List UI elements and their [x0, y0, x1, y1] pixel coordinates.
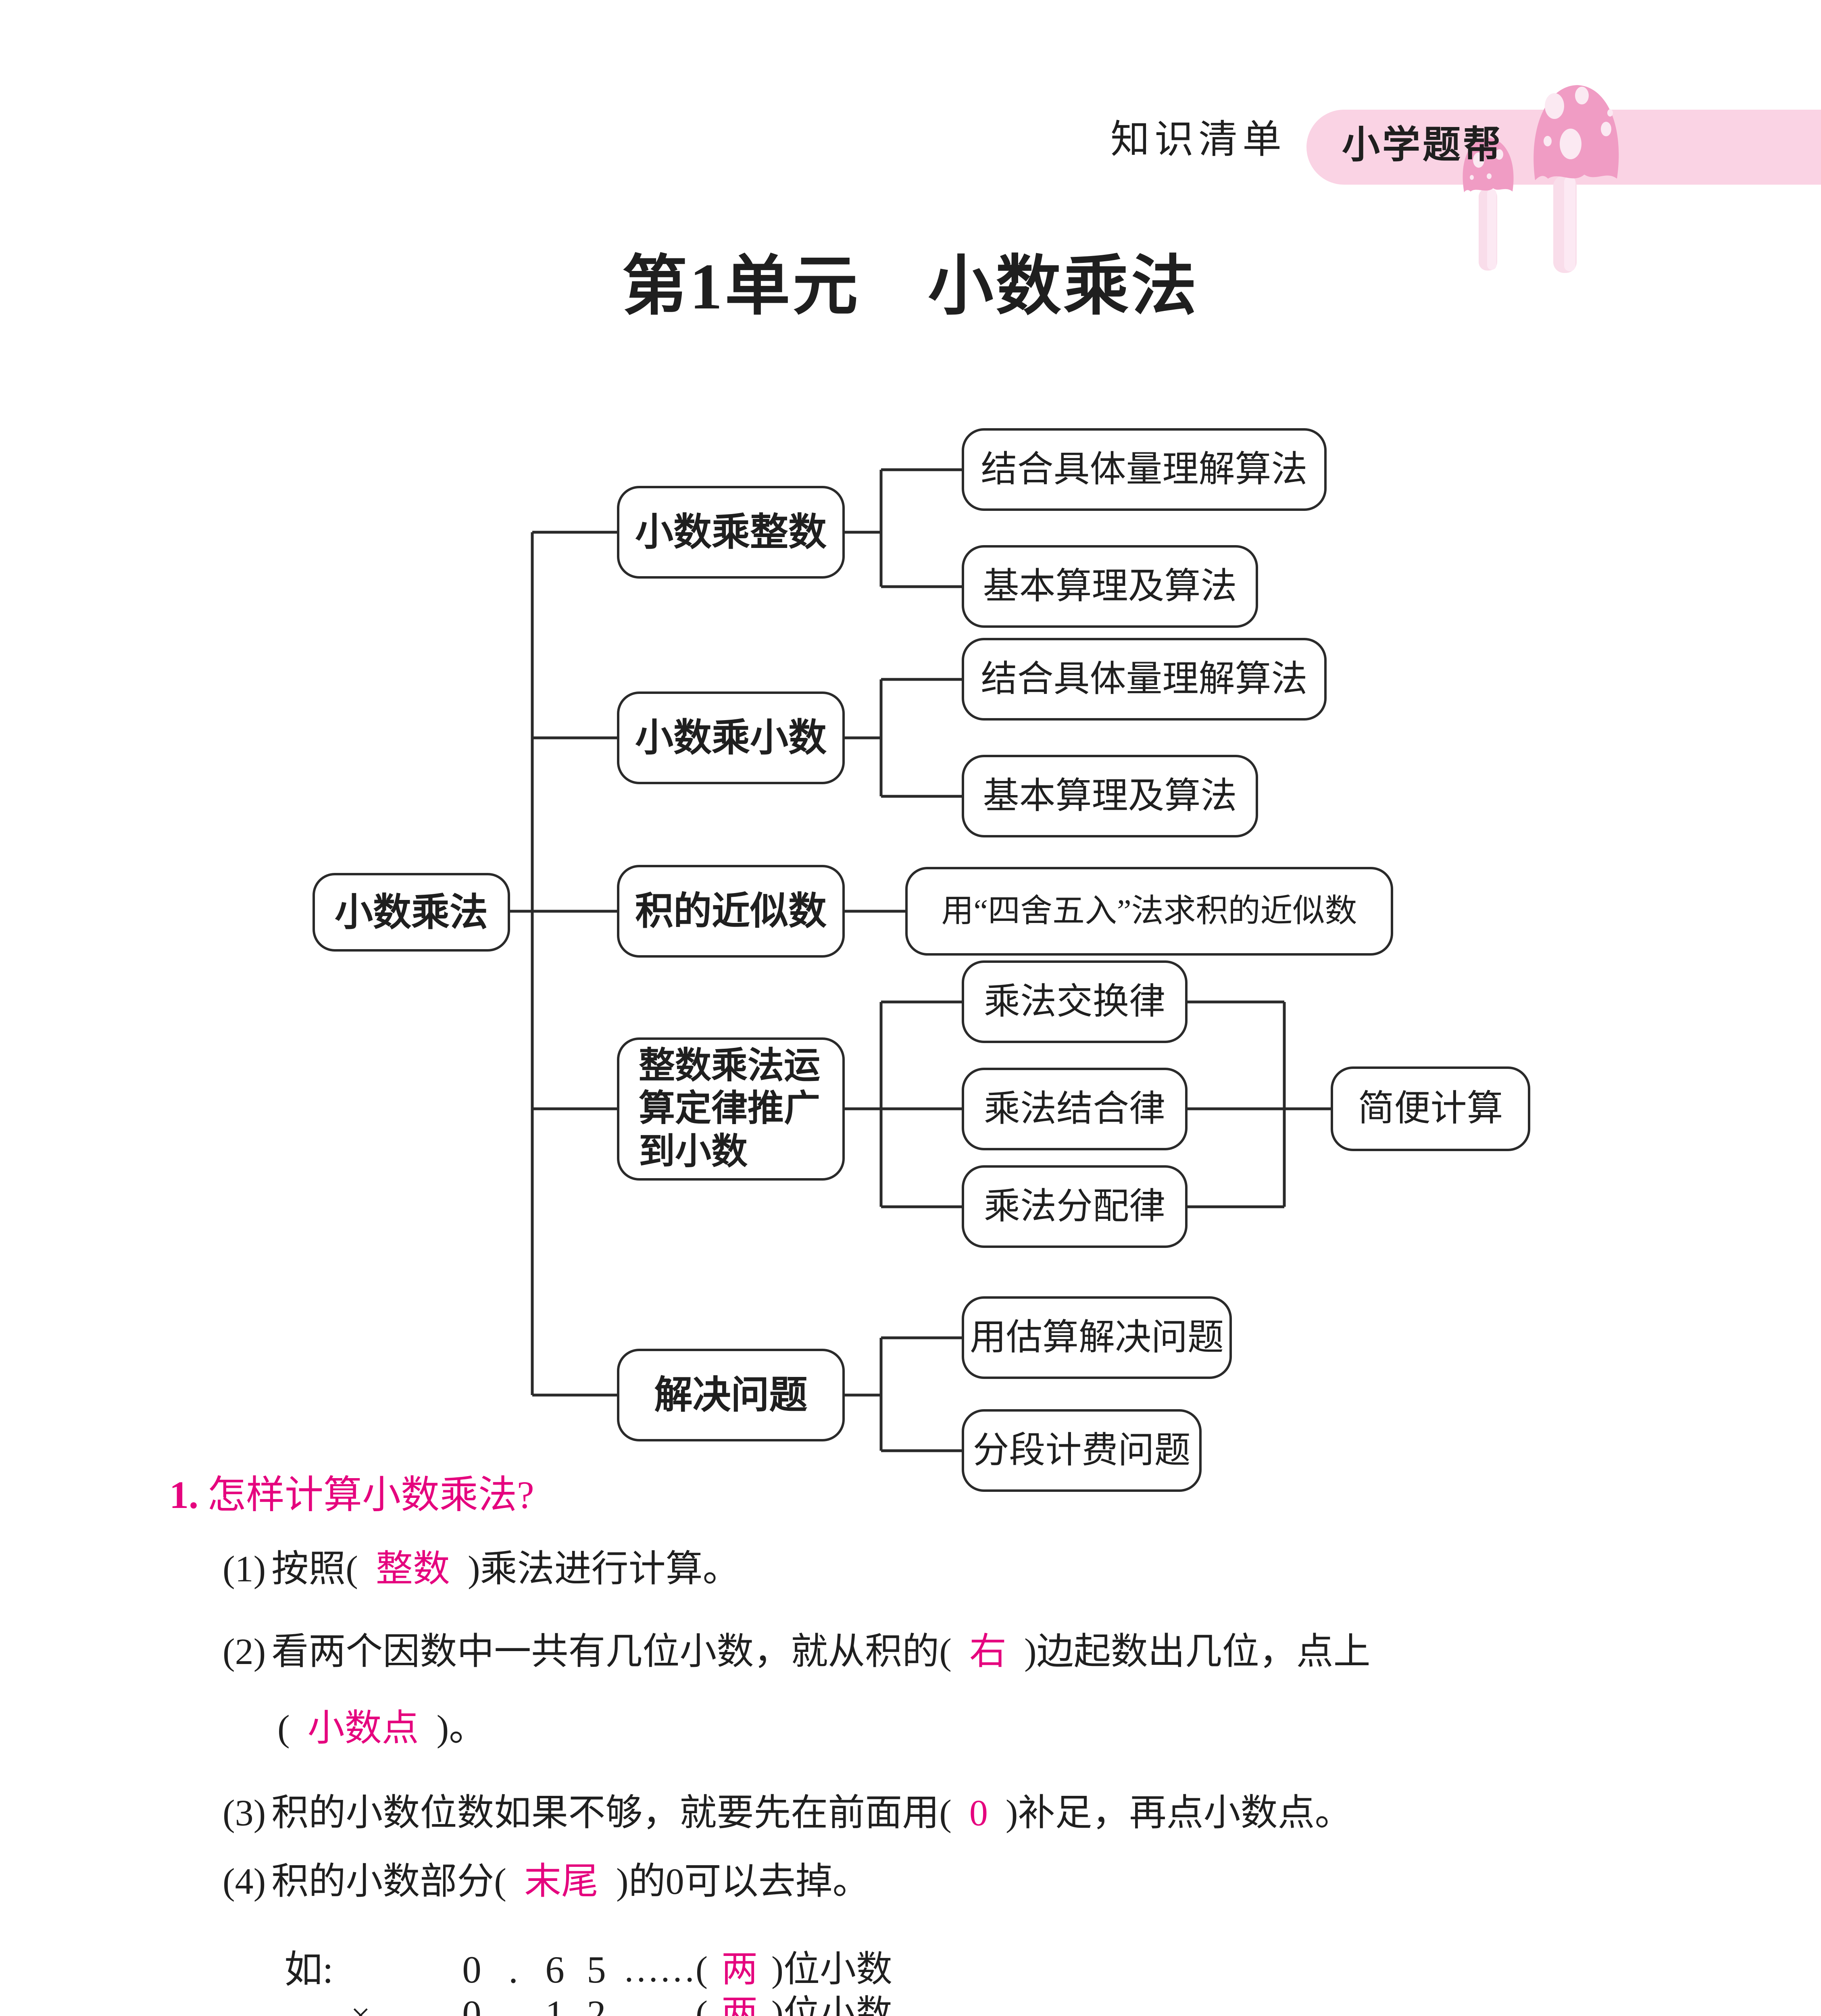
line-3-number: (3) — [223, 1792, 266, 1833]
line-2b-text: ( — [277, 1708, 290, 1749]
header-section-label: 知识清单 — [1111, 118, 1286, 161]
line-2b-answer: 小数点 — [307, 1708, 419, 1749]
line-2-number: (2) — [223, 1631, 266, 1672]
diagram-node-integer-laws-extended: 整数乘法运算定律推广到小数 — [617, 1037, 845, 1181]
diagram-node-root: 小数乘法 — [313, 873, 510, 952]
page-title: 第1单元 小数乘法 — [622, 251, 1199, 323]
mushroom-icon — [1463, 85, 1619, 273]
factor1-digit: 0 — [462, 1948, 481, 1991]
diagram-node-distributive-law: 乘法分配律 — [962, 1165, 1188, 1248]
diagram-node-problem-solving: 解决问题 — [617, 1349, 845, 1441]
diagram-node-associative-law: 乘法结合律 — [962, 1068, 1188, 1150]
diagram-node-tiered-pricing-problems: 分段计费问题 — [962, 1409, 1202, 1492]
factor2-digit: 0 — [462, 1993, 481, 2016]
question-number: 1. — [169, 1473, 198, 1516]
line-1-text-end: )乘法进行计算。 — [467, 1548, 740, 1589]
diagram-node-understand-with-quantity-2: 结合具体量理解算法 — [962, 638, 1327, 721]
line-4-answer: 末尾 — [524, 1861, 598, 1902]
line-1-answer: 整数 — [375, 1548, 450, 1589]
line-3-text-end: )补足，再点小数点。 — [1005, 1792, 1352, 1833]
example-label: 如: — [284, 1948, 333, 1991]
line-2-text-end: )边起数出几位，点上 — [1024, 1631, 1371, 1672]
line-2-text: 看两个因数中一共有几位小数，就从积的( — [271, 1631, 952, 1672]
diagram-node-basic-theory-method-1: 基本算理及算法 — [962, 545, 1258, 628]
factor1-place-answer: 两 — [721, 1949, 758, 1989]
line-2-answer: 右 — [969, 1631, 1006, 1672]
factor2-point: . — [508, 1993, 518, 2016]
factor2-digit: 2 — [587, 1993, 606, 2016]
question-heading: 1.怎样计算小数乘法? — [169, 1470, 534, 1520]
line-3-answer: 0 — [969, 1792, 988, 1833]
tail: )位小数 — [771, 1949, 892, 1989]
diagram-node-simple-calculation: 简便计算 — [1331, 1066, 1530, 1151]
diagram-node-rounding-method: 用“四舍五入”法求积的近似数 — [905, 867, 1393, 956]
line-1-text: 按照( — [271, 1548, 358, 1589]
factor1-point: . — [508, 1948, 518, 1991]
question-line-1: (1)按照( 整数 )乘法进行计算。 — [223, 1543, 740, 1594]
question-title: 怎样计算小数乘法? — [207, 1473, 534, 1516]
header-brand-label: 小学题帮 — [1342, 124, 1504, 166]
diagram-node-commutative-law: 乘法交换律 — [962, 960, 1188, 1043]
line-4-text-end: )的0可以去掉。 — [616, 1861, 870, 1902]
question-line-3: (3)积的小数位数如果不够，就要先在前面用( 0 )补足，再点小数点。 — [223, 1787, 1352, 1838]
factor1-annotation: ……( 两 )位小数 — [623, 1947, 892, 1992]
line-3-text: 积的小数位数如果不够，就要先在前面用( — [271, 1792, 952, 1833]
diagram-node-understand-with-quantity-1: 结合具体量理解算法 — [962, 428, 1327, 511]
small-mushroom-icon — [1463, 137, 1514, 271]
tail: )位小数 — [771, 1994, 892, 2016]
line-2b-text-end: )。 — [436, 1708, 486, 1749]
diagram-node-decimal-x-decimal: 小数乘小数 — [617, 691, 845, 784]
diagram-node-approximate-product: 积的近似数 — [617, 865, 845, 958]
question-line-2: (2)看两个因数中一共有几位小数，就从积的( 右 )边起数出几位，点上 — [223, 1626, 1371, 1677]
line-4-text: 积的小数部分( — [271, 1861, 506, 1902]
factor1-digit: 5 — [587, 1948, 606, 1991]
multiply-sign: × — [351, 1996, 371, 2016]
factor2-digit: 1 — [545, 1993, 565, 2016]
dots: ……( — [623, 1949, 708, 1989]
diagram-node-decimal-x-integer: 小数乘整数 — [617, 486, 845, 579]
question-line-2-continued: ( 小数点 )。 — [277, 1703, 486, 1754]
diagram-node-basic-theory-method-2: 基本算理及算法 — [962, 755, 1258, 837]
diagram-node-estimation-problems: 用估算解决问题 — [962, 1296, 1232, 1379]
dots: ……( — [623, 1994, 708, 2016]
line-4-number: (4) — [223, 1861, 266, 1902]
big-mushroom-icon — [1533, 85, 1619, 273]
factor2-annotation: ……( 两 )位小数 — [623, 1992, 892, 2016]
factor1-digit: 6 — [545, 1948, 565, 1991]
question-line-4: (4)积的小数部分( 末尾 )的0可以去掉。 — [223, 1856, 870, 1907]
line-1-number: (1) — [223, 1548, 266, 1589]
factor2-place-answer: 两 — [721, 1994, 758, 2016]
